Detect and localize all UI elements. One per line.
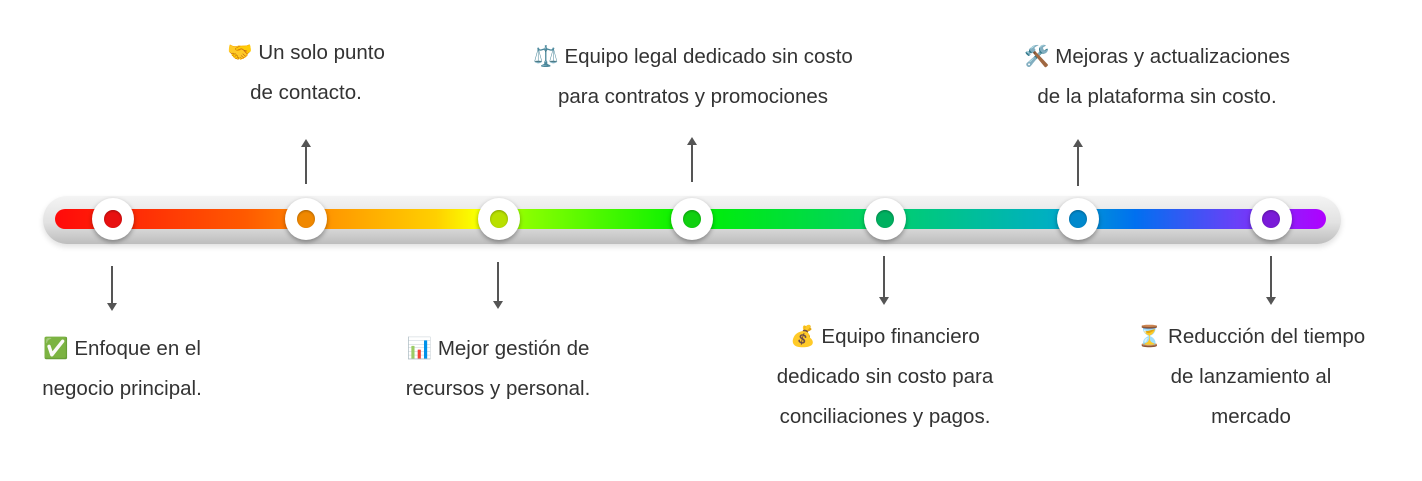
tools-icon: 🛠️: [1024, 45, 1050, 68]
node-3: [478, 198, 520, 240]
node-2: [285, 198, 327, 240]
label-text: Un solo punto: [258, 41, 385, 64]
label-line: mercado: [1211, 405, 1291, 428]
label-line: para contratos y promociones: [557, 85, 829, 108]
label-text: Equipo financiero: [821, 325, 980, 348]
node-dot: [1262, 210, 1280, 228]
label-line: 🤝 Un solo punto: [227, 33, 385, 73]
node-4: [671, 198, 713, 240]
handshake-icon: 🤝: [227, 41, 253, 64]
label-line: dedicado sin costo para: [776, 365, 994, 388]
node-dot: [104, 210, 122, 228]
label-line: ⏳ Reducción del tiempo: [1137, 317, 1365, 357]
arrow-up: [687, 137, 697, 182]
label-line: ⚖️ Equipo legal dedicado sin costo: [533, 37, 853, 77]
label-text: Mejoras y actualizaciones: [1055, 45, 1290, 68]
label-line: 🛠️ Mejoras y actualizaciones: [1024, 37, 1290, 77]
arrow-down: [879, 256, 889, 305]
label-line: de la plataforma sin costo.: [1037, 85, 1277, 108]
label-line: conciliaciones y pagos.: [779, 405, 991, 428]
label-line: ✅ Enfoque en el: [42, 329, 202, 369]
arrow-up: [1073, 139, 1083, 186]
node-5: [864, 198, 906, 240]
scales-icon: ⚖️: [533, 45, 559, 68]
node-7: [1250, 198, 1292, 240]
bar-chart-icon: 📊: [406, 337, 433, 360]
node-6: [1057, 198, 1099, 240]
node-dot: [683, 210, 701, 228]
milestone-label-7: ⏳ Reducción del tiempo de lanzamiento al…: [1137, 317, 1365, 437]
label-text: Mejor gestión de: [437, 337, 590, 360]
hourglass-icon: ⏳: [1136, 325, 1163, 348]
milestone-label-4: ⚖️ Equipo legal dedicado sin costo para …: [533, 37, 853, 117]
milestone-label-6: 🛠️ Mejoras y actualizaciones de la plata…: [1024, 37, 1290, 117]
money-bag-icon: 💰: [790, 325, 816, 348]
node-dot: [876, 210, 894, 228]
label-line: 💰 Equipo financiero: [777, 317, 994, 357]
label-line: 📊 Mejor gestión de: [406, 329, 591, 369]
arrow-down: [493, 262, 503, 309]
label-line: recursos y personal.: [405, 377, 591, 400]
node-dot: [297, 210, 315, 228]
label-text: Equipo legal dedicado sin costo: [564, 45, 853, 68]
arrow-down: [1266, 256, 1276, 305]
label-text: Reducción del tiempo: [1168, 325, 1366, 348]
arrow-up: [301, 139, 311, 184]
milestone-label-1: ✅ Enfoque en el negocio principal.: [42, 329, 202, 409]
node-dot: [1069, 210, 1087, 228]
label-line: negocio principal.: [42, 377, 202, 400]
milestone-label-2: 🤝 Un solo punto de contacto.: [227, 33, 385, 113]
label-line: de lanzamiento al: [1170, 365, 1332, 388]
check-icon: ✅: [43, 337, 69, 360]
milestone-label-3: 📊 Mejor gestión de recursos y personal.: [406, 329, 591, 409]
node-dot: [490, 210, 508, 228]
label-line: de contacto.: [250, 81, 362, 104]
arrow-down: [107, 266, 117, 311]
label-text: Enfoque en el: [74, 337, 201, 360]
milestone-label-5: 💰 Equipo financiero dedicado sin costo p…: [777, 317, 994, 437]
node-1: [92, 198, 134, 240]
